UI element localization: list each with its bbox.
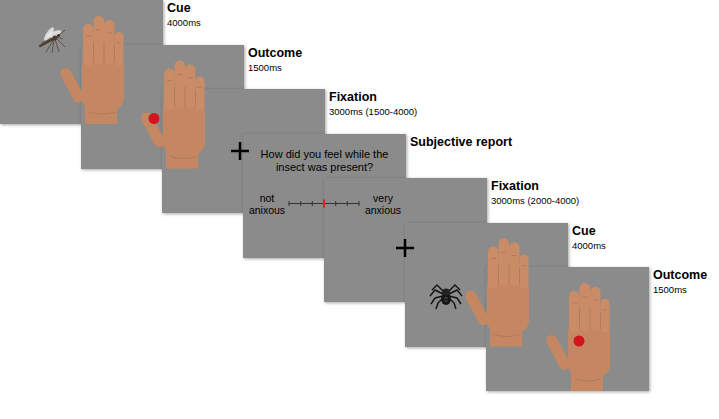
text-holder: Outcome bbox=[653, 268, 707, 283]
text-holder: Subjective report bbox=[410, 135, 512, 150]
question-text: How did you feel while the insect was pr… bbox=[247, 148, 402, 174]
text-holder: very anxious bbox=[361, 192, 405, 216]
screen-title: Cue bbox=[572, 224, 596, 239]
text-holder: Fixation bbox=[329, 90, 377, 105]
text-holder: 4000ms bbox=[572, 240, 606, 252]
duration-label: 3000ms (1500-4000) bbox=[329, 106, 417, 118]
text-holder: 3000ms (2000-4000) bbox=[491, 195, 579, 207]
duration-label: 1500ms bbox=[248, 62, 282, 74]
screen-title: Fixation bbox=[491, 179, 539, 194]
text-holder: 4000ms bbox=[167, 17, 201, 29]
duration-label: 4000ms bbox=[572, 240, 606, 252]
duration-label: 4000ms bbox=[167, 17, 201, 29]
screen-title: Outcome bbox=[248, 46, 302, 61]
text-holder: How did you feel while the insect was pr… bbox=[247, 148, 402, 174]
text-holder: Cue bbox=[572, 224, 596, 239]
screen-title: Outcome bbox=[653, 268, 707, 283]
screen-title: Cue bbox=[167, 1, 191, 16]
duration-label: 1500ms bbox=[653, 284, 687, 296]
duration-label: 3000ms (2000-4000) bbox=[491, 195, 579, 207]
screen-title: Subjective report bbox=[410, 135, 512, 150]
text-holder: Outcome bbox=[248, 46, 302, 61]
text-holder: Cue bbox=[167, 1, 191, 16]
screen-title: Fixation bbox=[329, 90, 377, 105]
scale-anchor: very anxious bbox=[361, 192, 405, 216]
text-holder: 1500ms bbox=[653, 284, 687, 296]
text-holder: not anixous bbox=[245, 192, 289, 216]
text-holder: 1500ms bbox=[248, 62, 282, 74]
scale-anchor: not anixous bbox=[245, 192, 289, 216]
text-holder: Fixation bbox=[491, 179, 539, 194]
screen-panel: Outcome1500ms bbox=[486, 267, 649, 391]
text-holder: 3000ms (1500-4000) bbox=[329, 106, 417, 118]
